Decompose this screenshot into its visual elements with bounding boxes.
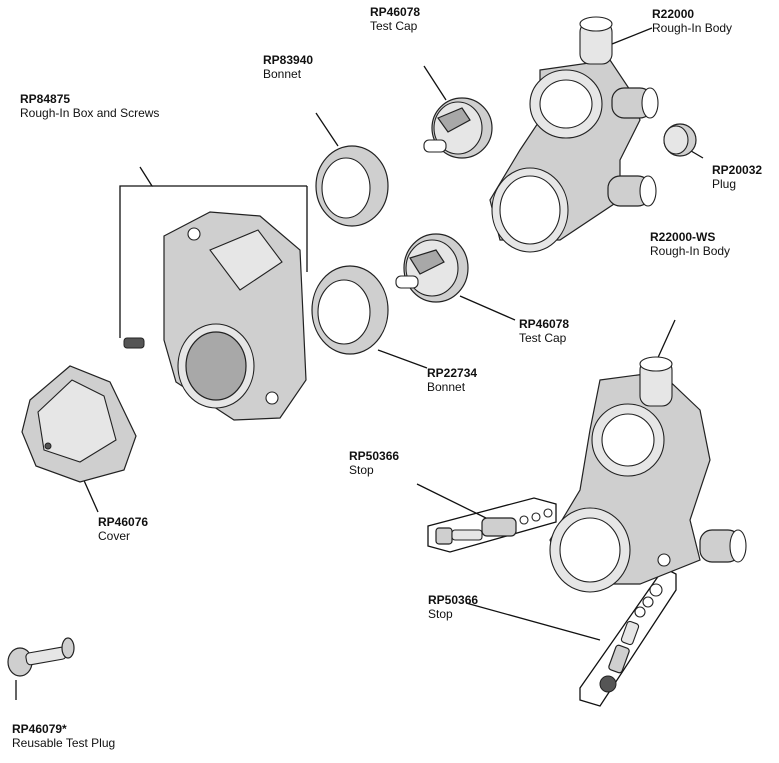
part-number: RP46079* [12, 722, 67, 736]
bonnet-smooth-drawing [311, 265, 389, 355]
part-name: Reusable Test Plug [12, 736, 116, 750]
part-name: Stop [349, 463, 374, 477]
part-name: Test Cap [519, 331, 567, 345]
part-name: Bonnet [263, 67, 302, 81]
label-rp50366-lower: RP50366 Stop [428, 593, 478, 621]
label-rp83940: RP83940 Bonnet [263, 53, 313, 81]
rough-in-body-ws-drawing [549, 356, 747, 593]
part-name: Rough-In Body [650, 244, 731, 258]
part-name: Plug [712, 177, 737, 191]
part-number: RP83940 [263, 53, 314, 67]
reusable-test-plug-drawing [7, 637, 75, 677]
test-cap-top-drawing [423, 97, 493, 159]
label-rp46079: RP46079* Reusable Test Plug [12, 722, 115, 750]
part-number: RP50366 [349, 449, 400, 463]
part-number: RP46078 [370, 5, 421, 19]
part-number: R22000 [652, 7, 695, 21]
label-rp46078-middle: RP46078 Test Cap [519, 317, 569, 345]
label-r22000: R22000 Rough-In Body [652, 7, 732, 35]
plug-drawing [663, 123, 697, 157]
part-name: Rough-In Box and Screws [20, 106, 160, 120]
stop-cartridge-diagonal-drawing [599, 583, 663, 693]
part-name: Bonnet [427, 380, 466, 394]
part-number: R22000-WS [650, 230, 716, 244]
bonnet-threaded-drawing [315, 145, 389, 227]
part-number: RP20032 [712, 163, 763, 177]
part-name: Test Cap [370, 19, 418, 33]
label-rp22734: RP22734 Bonnet [427, 366, 477, 394]
part-number: RP46078 [519, 317, 570, 331]
label-rp20032: RP20032 Plug [712, 163, 762, 191]
stop-cartridge-horizontal-drawing [435, 508, 553, 545]
rough-in-box-drawing [123, 211, 307, 421]
part-name: Stop [428, 607, 453, 621]
part-number: RP22734 [427, 366, 478, 380]
label-rp84875: RP84875 Rough-In Box and Screws [20, 92, 159, 120]
label-rp46076: RP46076 Cover [98, 515, 148, 543]
cover-drawing [21, 365, 137, 483]
label-r22000ws: R22000-WS Rough-In Body [650, 230, 730, 258]
part-name: Rough-In Body [652, 21, 733, 35]
rough-in-body-top-drawing [489, 16, 659, 253]
test-cap-middle-drawing [395, 233, 469, 303]
part-number: RP46076 [98, 515, 149, 529]
part-number: RP84875 [20, 92, 71, 106]
part-name: Cover [98, 529, 131, 543]
leader-lines [15, 27, 704, 707]
label-rp46078-top: RP46078 Test Cap [370, 5, 420, 33]
part-number: RP50366 [428, 593, 479, 607]
label-rp50366-upper: RP50366 Stop [349, 449, 399, 477]
